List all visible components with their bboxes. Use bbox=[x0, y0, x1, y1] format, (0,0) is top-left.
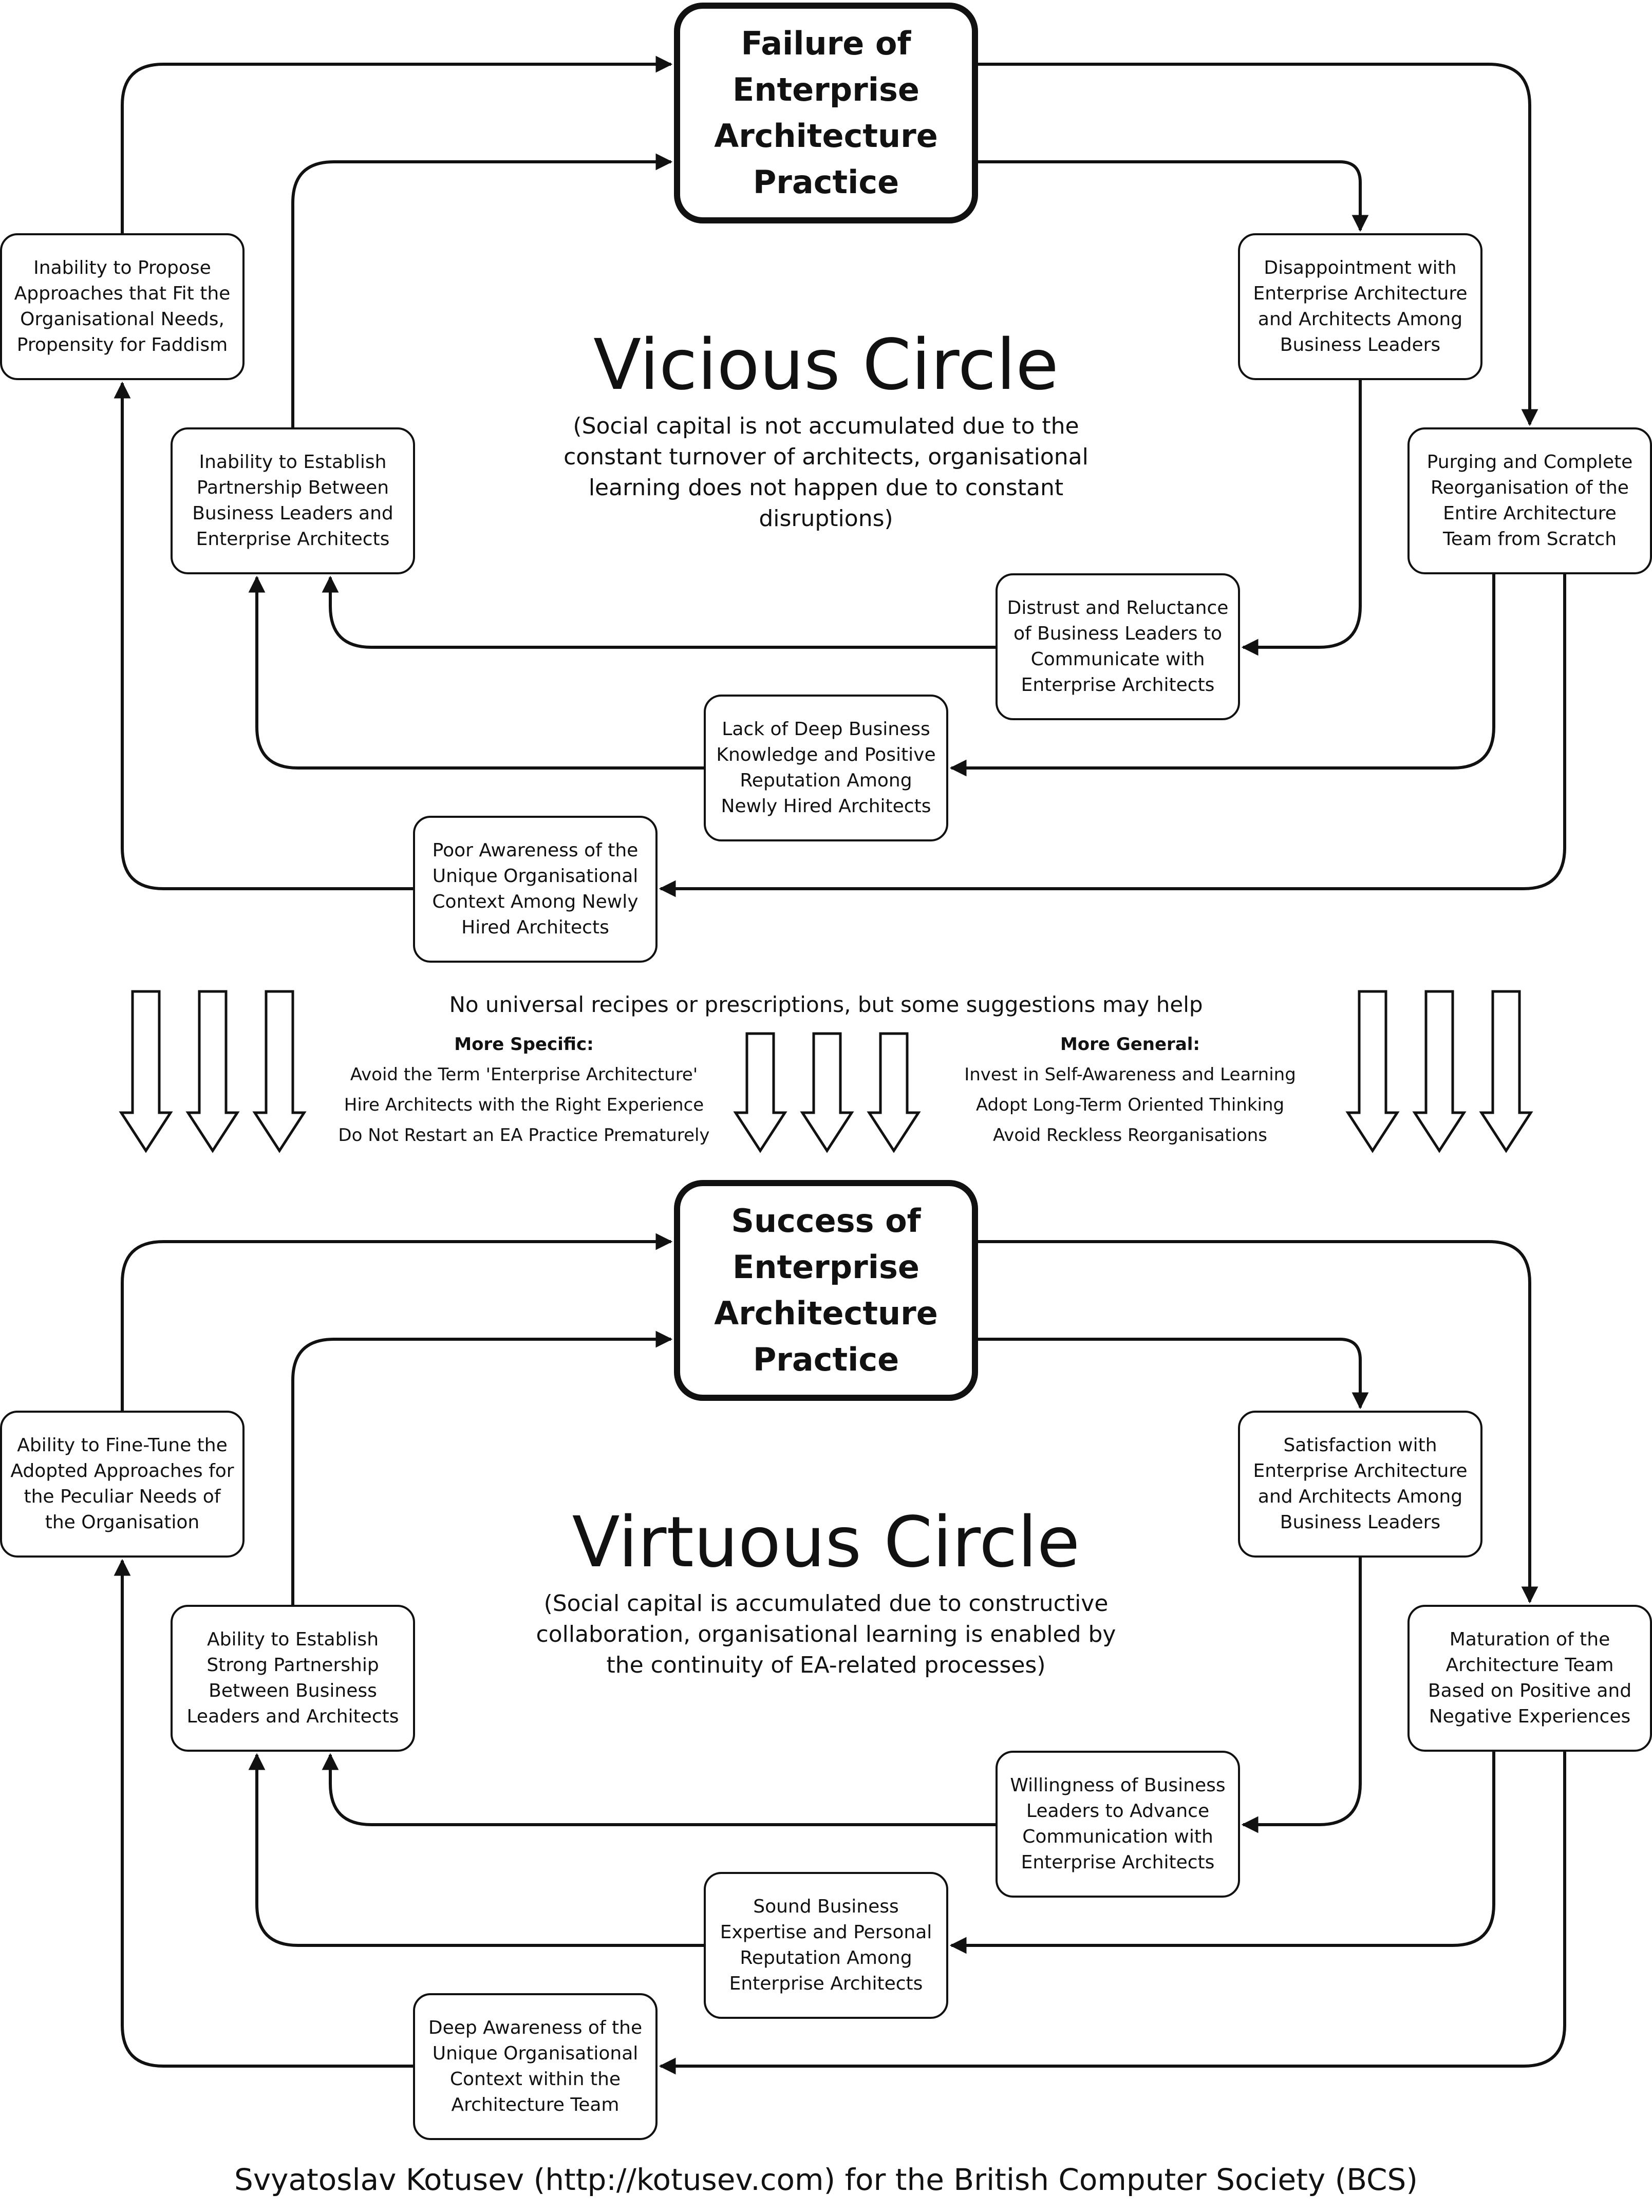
failure-main-label: Failure of Enterprise Architecture Pract… bbox=[714, 25, 938, 201]
down-arrow-icon bbox=[800, 1032, 854, 1153]
virtuous-circle-subtitle: (Social capital is accumulated due to co… bbox=[536, 1590, 1116, 1678]
vicious-box-awareness: Poor Awareness of the Unique Organisatio… bbox=[413, 816, 658, 963]
virtuous-box-satisfaction: Satisfaction with Enterprise Architectur… bbox=[1238, 1411, 1482, 1558]
virtuous-conn-propose-to-main bbox=[121, 1233, 673, 1411]
down-arrow-icon bbox=[119, 990, 173, 1153]
vicious-box-propose: Inability to Propose Approaches that Fit… bbox=[0, 233, 245, 380]
vicious-conn-propose-to-main bbox=[121, 55, 673, 233]
general-title: More General: bbox=[1060, 1034, 1200, 1055]
suggestions-headline: No universal recipes or prescriptions, b… bbox=[449, 992, 1203, 1017]
virtuous-conn-partnership-to-main bbox=[291, 1330, 673, 1605]
down-arrow-icon bbox=[1479, 990, 1533, 1153]
down-arrow-icon bbox=[1345, 990, 1400, 1153]
virtuous-box-maturation: Maturation of the Architecture Team Base… bbox=[1407, 1605, 1652, 1752]
general-item: Invest in Self-Awareness and Learning bbox=[964, 1064, 1296, 1085]
vicious-conn-knowledge-to-partnership bbox=[248, 575, 704, 770]
down-arrow-icon bbox=[252, 990, 307, 1153]
virtuous-conn-disappointment-to-distrust bbox=[1241, 1558, 1362, 1833]
vicious-conn-main-to-purging bbox=[978, 63, 1538, 426]
virtuous-box-fine-tune: Ability to Fine-Tune the Adopted Approac… bbox=[0, 1411, 245, 1558]
vicious-box-knowledge: Lack of Deep Business Knowledge and Posi… bbox=[704, 695, 948, 841]
success-main-label: Success of Enterprise Architecture Pract… bbox=[714, 1202, 938, 1378]
virtuous-conn-knowledge-to-partnership bbox=[248, 1753, 704, 1947]
attribution-footer: Svyatoslav Kotusev (http://kotusev.com) … bbox=[234, 2162, 1418, 2197]
down-arrow-icon bbox=[867, 1032, 921, 1153]
down-arrow-icon bbox=[1412, 990, 1467, 1153]
vicious-box-distrust: Distrust and Reluctance of Business Lead… bbox=[996, 573, 1240, 720]
virtuous-box-awareness: Deep Awareness of the Unique Organisatio… bbox=[413, 1993, 658, 2140]
virtuous-conn-purging-to-knowledge bbox=[949, 1752, 1495, 1954]
vicious-conn-disappointment-to-distrust bbox=[1241, 380, 1362, 656]
specific-item: Do Not Restart an EA Practice Prematurel… bbox=[338, 1125, 710, 1146]
specific-suggestions: More Specific: Avoid the Term 'Enterpris… bbox=[308, 1029, 740, 1151]
vicious-conn-partnership-to-main bbox=[291, 153, 673, 427]
virtuous-conn-main-to-disappointment bbox=[978, 1338, 1369, 1410]
specific-title: More Specific: bbox=[454, 1034, 594, 1055]
general-item: Avoid Reckless Reorganisations bbox=[992, 1125, 1268, 1146]
virtuous-conn-main-to-purging bbox=[978, 1240, 1538, 1604]
vicious-box-disappointment: Disappointment with Enterprise Architect… bbox=[1238, 233, 1482, 380]
vicious-connectors bbox=[114, 55, 1566, 897]
vicious-box-purging: Purging and Complete Reorganisation of t… bbox=[1407, 427, 1652, 574]
virtuous-conn-purging-to-awareness bbox=[659, 1752, 1566, 2075]
vicious-conn-purging-to-awareness bbox=[659, 574, 1566, 897]
general-item: Adopt Long-Term Oriented Thinking bbox=[975, 1095, 1285, 1115]
down-arrow-icon bbox=[185, 990, 240, 1153]
vicious-conn-purging-to-knowledge bbox=[949, 574, 1495, 777]
virtuous-box-willingness: Willingness of Business Leaders to Advan… bbox=[996, 1751, 1240, 1898]
vicious-circle-subtitle: (Social capital is not accumulated due t… bbox=[564, 413, 1088, 532]
vicious-conn-distrust-to-partnership bbox=[322, 575, 996, 649]
vicious-conn-awareness-to-propose bbox=[114, 381, 413, 890]
virtuous-box-partnership: Ability to Establish Strong Partnership … bbox=[171, 1605, 415, 1752]
success-main-box: Success of Enterprise Architecture Pract… bbox=[674, 1180, 978, 1401]
failure-main-box: Failure of Enterprise Architecture Pract… bbox=[674, 3, 978, 223]
virtuous-box-expertise: Sound Business Expertise and Personal Re… bbox=[704, 1872, 948, 2019]
general-suggestions: More General: Invest in Self-Awareness a… bbox=[914, 1029, 1346, 1151]
vicious-circle-title: Vicious Circle bbox=[593, 325, 1059, 406]
virtuous-conn-distrust-to-partnership bbox=[322, 1753, 996, 1826]
down-arrow-icon bbox=[733, 1032, 787, 1153]
specific-item: Hire Architects with the Right Experienc… bbox=[344, 1095, 704, 1115]
virtuous-conn-awareness-to-propose bbox=[114, 1559, 413, 2068]
vicious-box-partnership: Inability to Establish Partnership Betwe… bbox=[171, 427, 415, 574]
down-arrow-icons bbox=[119, 990, 1533, 1153]
virtuous-circle-title: Virtuous Circle bbox=[572, 1502, 1080, 1583]
specific-item: Avoid the Term 'Enterprise Architecture' bbox=[350, 1064, 698, 1085]
vicious-conn-main-to-disappointment bbox=[978, 160, 1369, 232]
virtuous-connectors bbox=[114, 1233, 1566, 2075]
